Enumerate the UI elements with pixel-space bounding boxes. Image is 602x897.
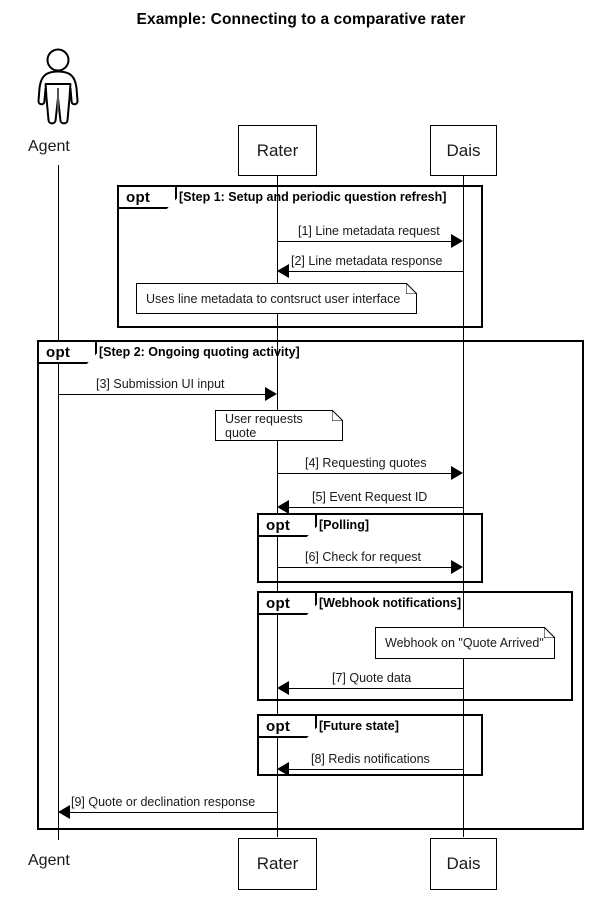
note-user-requests-quote: User requests quote bbox=[215, 410, 343, 441]
participant-box-dais-top[interactable]: Dais bbox=[430, 125, 497, 176]
message-arrowhead-6 bbox=[451, 560, 463, 574]
message-arrowhead-2 bbox=[277, 264, 289, 278]
fragment-webhook-operator: opt bbox=[266, 594, 291, 612]
fragment-step1-operator: opt bbox=[126, 188, 151, 206]
participant-label-rater-top: Rater bbox=[256, 140, 299, 160]
message-arrowhead-4 bbox=[451, 466, 463, 480]
fragment-polling-guard: [Polling] bbox=[319, 518, 369, 532]
message-line-1 bbox=[277, 241, 452, 242]
fragment-step2 bbox=[37, 340, 584, 830]
message-line-4 bbox=[277, 473, 452, 474]
message-label-4: [4] Requesting quotes bbox=[305, 456, 427, 470]
fragment-future-state-operator-tab: opt bbox=[257, 714, 317, 738]
note-webhook-quote-arrived-text: Webhook on "Quote Arrived" bbox=[385, 636, 544, 650]
message-line-2 bbox=[289, 271, 463, 272]
message-arrowhead-8 bbox=[277, 762, 289, 776]
message-label-9: [9] Quote or declination response bbox=[71, 795, 256, 809]
note-user-requests-quote-text: User requests quote bbox=[225, 411, 303, 440]
message-label-1: [1] Line metadata request bbox=[298, 224, 440, 238]
participant-label-agent-top: Agent bbox=[28, 138, 70, 155]
message-line-5 bbox=[289, 507, 463, 508]
avatar-agent-top bbox=[32, 48, 84, 126]
message-line-9 bbox=[70, 812, 278, 813]
message-line-6 bbox=[277, 567, 452, 568]
participant-box-dais-bottom[interactable]: Dais bbox=[430, 838, 497, 890]
message-label-8: [8] Redis notifications bbox=[311, 752, 430, 766]
message-arrowhead-5 bbox=[277, 500, 289, 514]
fragment-future-state bbox=[257, 714, 483, 776]
message-arrowhead-7 bbox=[277, 681, 289, 695]
fragment-future-state-guard: [Future state] bbox=[319, 719, 399, 733]
fragment-webhook bbox=[257, 591, 573, 701]
fragment-step1-guard: [Step 1: Setup and periodic question ref… bbox=[179, 190, 447, 204]
fragment-polling bbox=[257, 513, 483, 583]
fragment-step2-operator-tab: opt bbox=[37, 340, 97, 364]
message-label-5: [5] Event Request ID bbox=[312, 490, 428, 504]
participant-box-rater-top[interactable]: Rater bbox=[238, 125, 317, 176]
participant-box-rater-bottom[interactable]: Rater bbox=[238, 838, 317, 890]
fragment-step2-operator: opt bbox=[46, 343, 71, 361]
note-construct-ui: Uses line metadata to contsruct user int… bbox=[136, 283, 417, 314]
participant-label-rater-bottom: Rater bbox=[256, 854, 299, 873]
participant-label-dais-bottom: Dais bbox=[446, 854, 481, 873]
fragment-step1 bbox=[117, 185, 483, 328]
message-arrowhead-9 bbox=[58, 805, 70, 819]
message-label-3: [3] Submission UI input bbox=[96, 377, 225, 391]
lifeline-dais bbox=[463, 175, 464, 837]
participant-label-dais-top: Dais bbox=[446, 140, 481, 160]
message-line-7 bbox=[289, 688, 463, 689]
message-line-3 bbox=[58, 394, 266, 395]
fragment-webhook-guard: [Webhook notifications] bbox=[319, 596, 462, 610]
fragment-webhook-operator-tab: opt bbox=[257, 591, 317, 615]
fragment-future-state-operator: opt bbox=[266, 717, 291, 735]
note-webhook-quote-arrived: Webhook on "Quote Arrived" bbox=[375, 627, 555, 659]
message-label-7: [7] Quote data bbox=[332, 671, 412, 685]
note-construct-ui-text: Uses line metadata to contsruct user int… bbox=[146, 291, 401, 306]
fragment-step2-guard: [Step 2: Ongoing quoting activity] bbox=[99, 345, 300, 359]
message-arrowhead-1 bbox=[451, 234, 463, 248]
message-arrowhead-3 bbox=[265, 387, 277, 401]
fragment-polling-operator-tab: opt bbox=[257, 513, 317, 537]
participant-label-agent-bottom: Agent bbox=[28, 852, 70, 869]
message-label-2: [2] Line metadata response bbox=[291, 254, 443, 268]
message-line-8 bbox=[289, 769, 463, 770]
page-title: Example: Connecting to a comparative rat… bbox=[136, 11, 466, 28]
message-label-6: [6] Check for request bbox=[305, 550, 422, 564]
fragment-polling-operator: opt bbox=[266, 516, 291, 534]
lifeline-agent bbox=[58, 165, 59, 840]
fragment-step1-operator-tab: opt bbox=[117, 185, 177, 209]
